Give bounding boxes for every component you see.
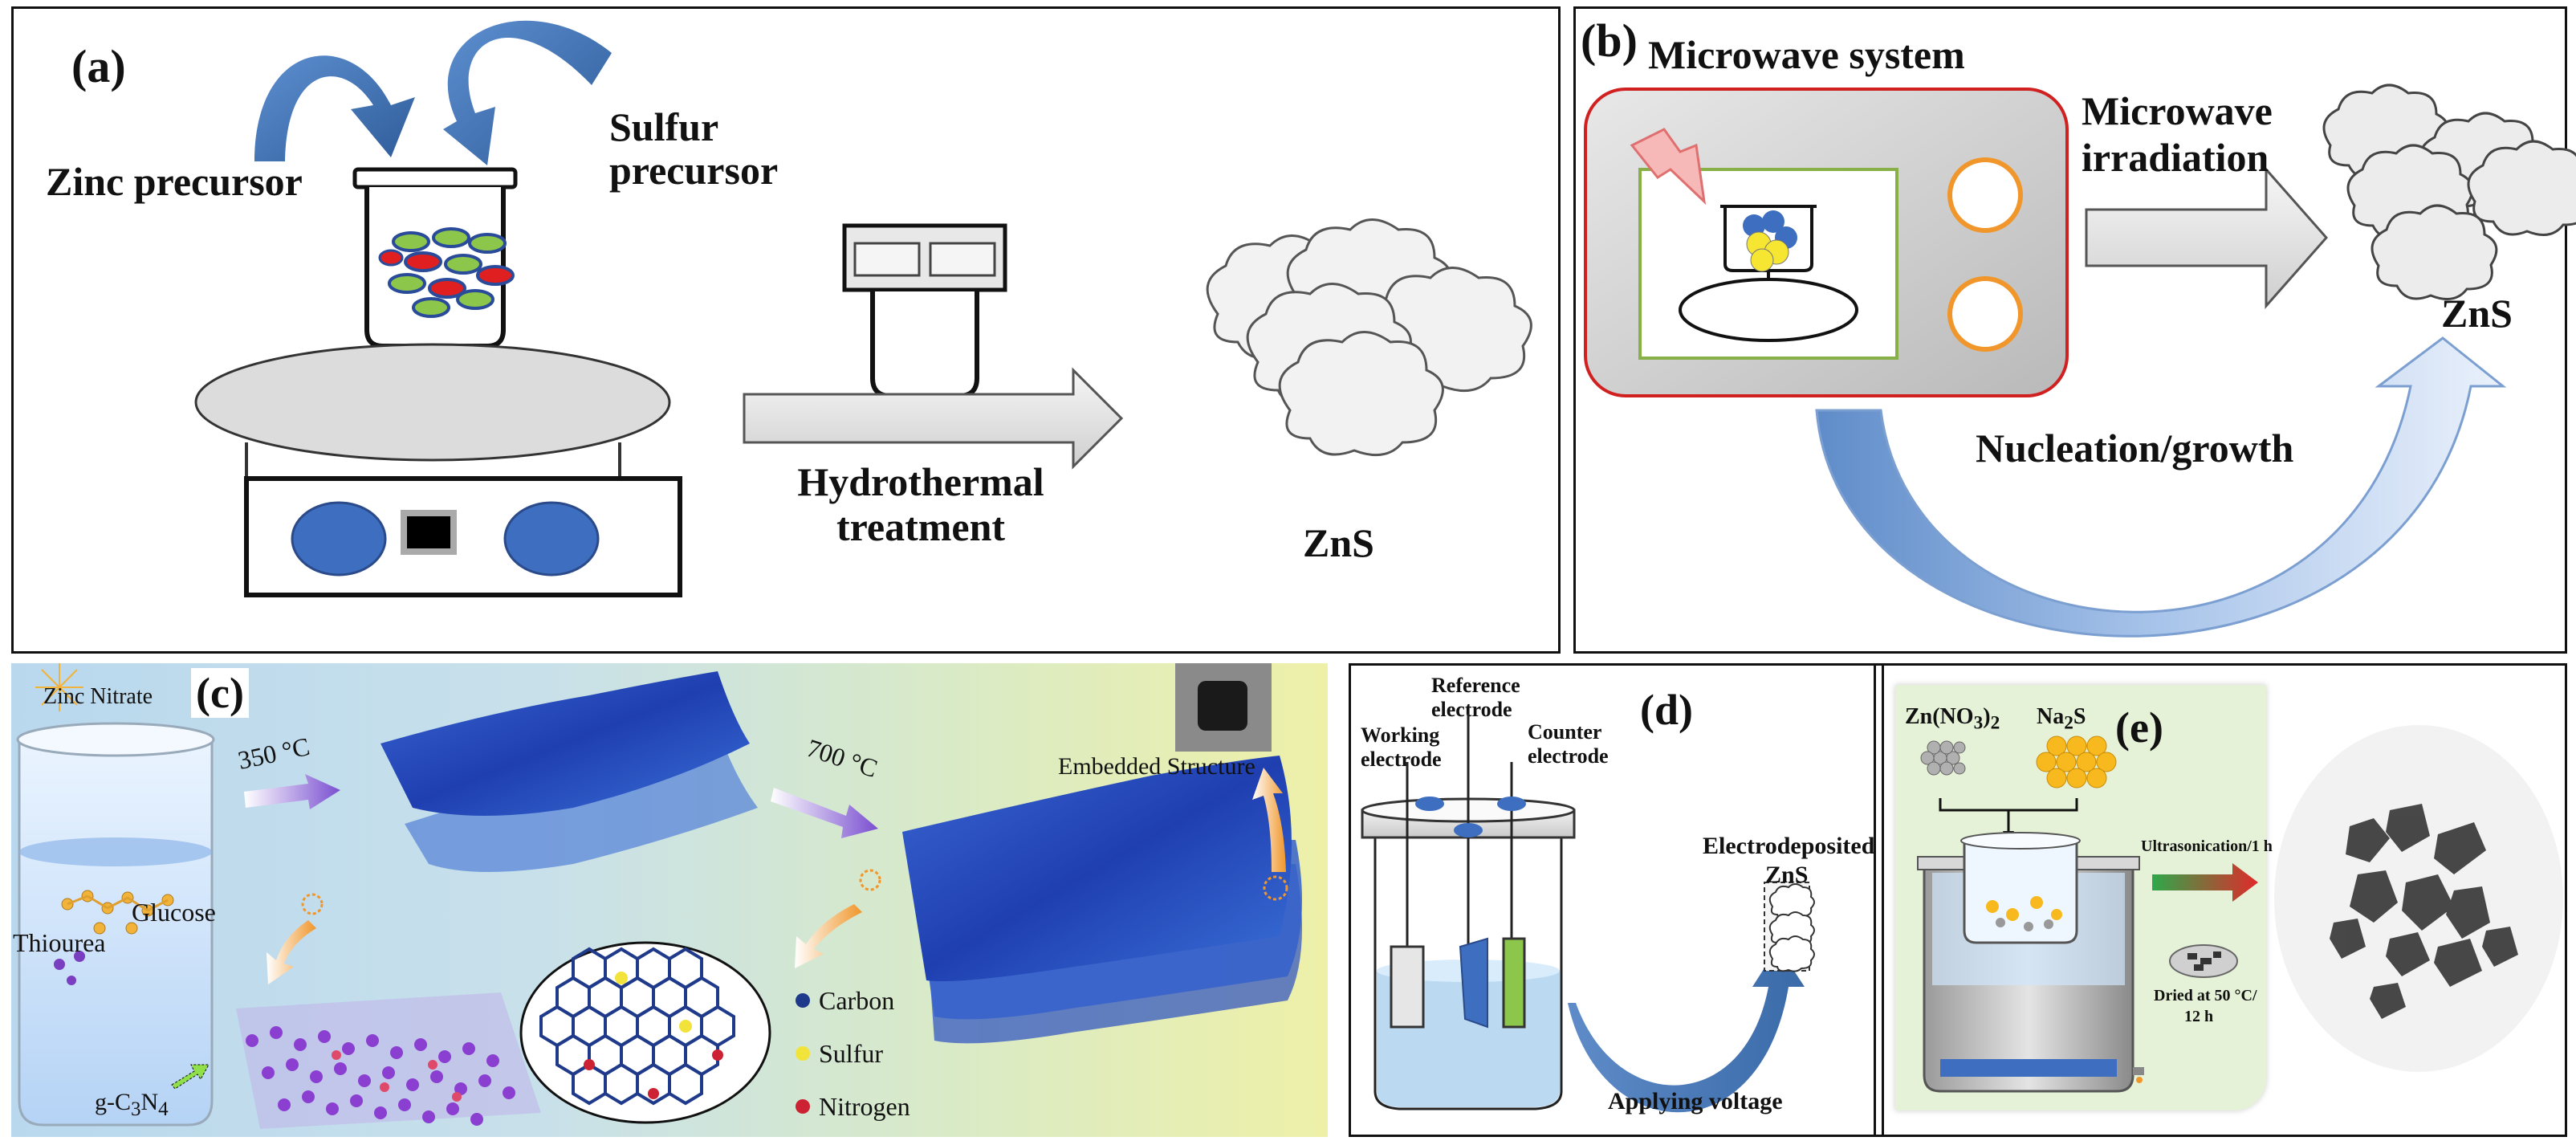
panel-e-tag: (e) <box>2115 703 2163 752</box>
zinc-precursor-label: Zinc precursor <box>46 159 303 204</box>
nucleation-growth-label: Nucleation/growth <box>1976 426 2294 471</box>
sulfur-curved-arrow <box>443 20 612 166</box>
na-end: S <box>2073 704 2086 729</box>
microwave-system-label: Microwave system <box>1648 32 1965 77</box>
legend-nitrogen: Nitrogen <box>819 1092 910 1121</box>
panel-c-tag: (c) <box>191 668 249 718</box>
counter-electrode <box>1502 937 1526 1029</box>
zn-sub-2: 2 <box>1990 712 2000 734</box>
electrodeposited-2: ZnS <box>1765 862 1809 888</box>
zn-close: ) <box>1983 704 1991 729</box>
hydrothermal-arrow <box>743 367 1124 470</box>
hydrothermal-label-2: treatment <box>836 504 1006 549</box>
hotplate-top <box>194 343 671 462</box>
sonication-label: Ultrasonication/1 h <box>2141 837 2273 855</box>
dried-label-1: Dried at 50 °C/ <box>2154 987 2257 1004</box>
zns-cloud-a <box>1206 218 1532 457</box>
microwave-irradiation-1: Microwave <box>2082 88 2273 133</box>
sulfur-precursor-label-1: Sulfur <box>609 104 719 149</box>
panel-d: (d) Working electrode Reference electrod… <box>1349 663 1888 1137</box>
working-electrode-1: Working <box>1361 723 1440 747</box>
dried-label-2: 12 h <box>2184 1008 2214 1025</box>
reference-electrode-2: electrode <box>1431 698 1512 721</box>
microwave-oven <box>1584 88 2069 397</box>
legend-sulfur-dot <box>796 1046 810 1061</box>
oven-button-bottom <box>1947 276 2023 352</box>
panel-a-tag: (a) <box>71 40 126 92</box>
reference-electrode <box>1459 937 1488 1029</box>
embedded-structure-label: Embedded Structure <box>1058 753 1255 780</box>
voltage-curve-arrow <box>1568 947 1805 1113</box>
electrodeposited-1: Electrodeposited <box>1703 833 1875 859</box>
sulfur-precursor-label-2: precursor <box>609 148 779 193</box>
hydrothermal-label-1: Hydrothermal <box>797 459 1044 504</box>
na2s-formula: Na2S <box>2037 704 2086 735</box>
precursor-arrows <box>254 20 612 166</box>
display <box>401 510 457 555</box>
na-main: Na <box>2037 704 2065 729</box>
zinc-nitrate-label: Zinc Nitrate <box>43 684 153 709</box>
gcn-mid: N <box>140 1089 159 1115</box>
precursor-particles <box>378 227 515 318</box>
nucleation-curve-arrow <box>1815 336 2507 638</box>
zns-clouds-b <box>2322 84 2576 300</box>
panel-b: (b) Microwave system Microwave irradiati… <box>1573 6 2576 654</box>
glucose-label: Glucose <box>132 898 216 927</box>
gcn-sub-3: 3 <box>131 1098 141 1120</box>
zns-label-a: ZnS <box>1303 520 1374 565</box>
hotplate-base <box>244 476 682 597</box>
zinc-curved-arrow <box>254 55 415 161</box>
irradiation-arrow <box>2085 166 2329 309</box>
applying-voltage-label: Applying voltage <box>1608 1088 1783 1114</box>
zn-main: Zn(NO <box>1905 704 1974 729</box>
gcn-label: g-C3N4 <box>95 1089 169 1121</box>
panel-b-tag: (b) <box>1581 14 1638 67</box>
legend-carbon-dot <box>796 993 810 1008</box>
gcn-sub-4: 4 <box>158 1098 169 1120</box>
panel-a: (a) Zinc precursor Sulfur precursor <box>11 6 1561 654</box>
legend-sulfur: Sulfur <box>819 1039 883 1068</box>
zn-sub-3: 3 <box>1973 712 1984 734</box>
knob-left <box>291 501 387 577</box>
microwave-irradiation-2: irradiation <box>2082 135 2269 180</box>
reference-electrode-1: Reference <box>1431 674 1520 697</box>
panel-c-graphics <box>16 663 1302 1129</box>
legend-nitrogen-dot <box>796 1099 810 1114</box>
panel-divider <box>1882 663 1884 1137</box>
electrochemical-cell <box>1361 714 1815 1113</box>
panel-c: (c) <box>11 663 1328 1137</box>
panel-e: (e) Zn(NO3)2 Na2S <box>1874 663 2567 1137</box>
zn-nitrate-formula: Zn(NO3)2 <box>1905 704 2000 735</box>
legend-carbon: Carbon <box>819 986 895 1015</box>
na-sub-2: 2 <box>2064 712 2073 734</box>
lightning-icon <box>1630 128 1707 206</box>
zns-label-b: ZnS <box>2441 291 2513 336</box>
working-electrode <box>1390 945 1425 1029</box>
counter-electrode-2: electrode <box>1528 744 1609 768</box>
oven-button-top <box>1947 157 2023 233</box>
thiourea-label: Thiourea <box>13 928 106 957</box>
sonicator-setup <box>1917 725 2563 1093</box>
gcn-main: g-C <box>95 1089 131 1115</box>
counter-electrode-1: Counter <box>1528 720 1602 744</box>
working-electrode-2: electrode <box>1361 748 1442 771</box>
hotplate-setup <box>194 167 682 597</box>
knob-right <box>503 501 600 577</box>
autoclave <box>842 223 1007 398</box>
panel-d-tag: (d) <box>1640 686 1693 734</box>
